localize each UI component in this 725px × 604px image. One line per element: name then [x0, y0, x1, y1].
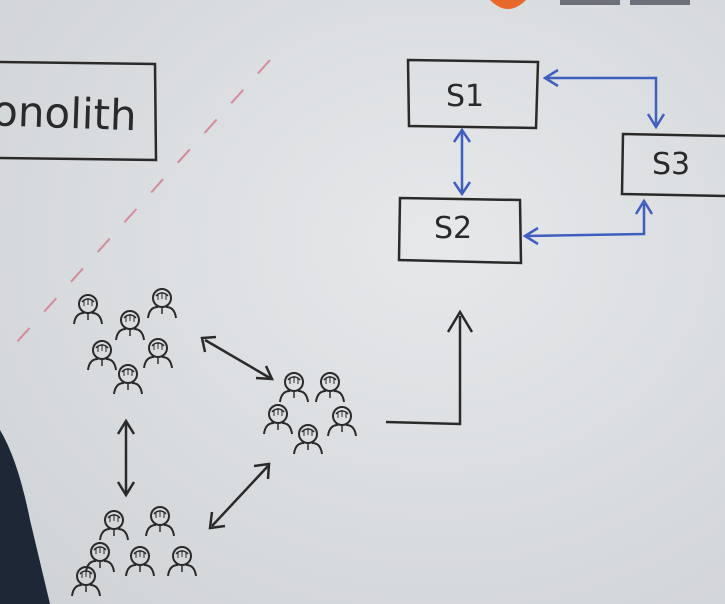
arrow-team-top-bottom: [116, 418, 136, 498]
team-cluster-bottom: [71, 506, 197, 597]
arrow-team-top-middle: [200, 335, 275, 381]
service-s3-box: S3: [620, 132, 725, 198]
service-s2-box: S2: [397, 196, 523, 265]
team-cluster-middle: [263, 372, 357, 455]
arrow-s2-s3: [522, 198, 654, 246]
arrow-teams-to-services: [385, 309, 474, 426]
arrow-s1-s2: [452, 127, 472, 197]
brand-logo: [490, 0, 690, 9]
arrow-team-bottom-middle: [208, 462, 271, 530]
service-s1-box: S1: [406, 58, 540, 130]
arrow-s1-s3: [542, 68, 666, 130]
monolith-box: onolith: [0, 60, 158, 162]
monolith-label: onolith: [0, 86, 137, 140]
presenter-shoulder: [0, 430, 50, 604]
service-s2-label: S2: [434, 211, 472, 246]
dashed-divider: [7, 59, 271, 353]
service-s1-label: S1: [446, 79, 484, 114]
team-cluster-top: [73, 288, 177, 395]
service-s3-label: S3: [652, 147, 690, 182]
